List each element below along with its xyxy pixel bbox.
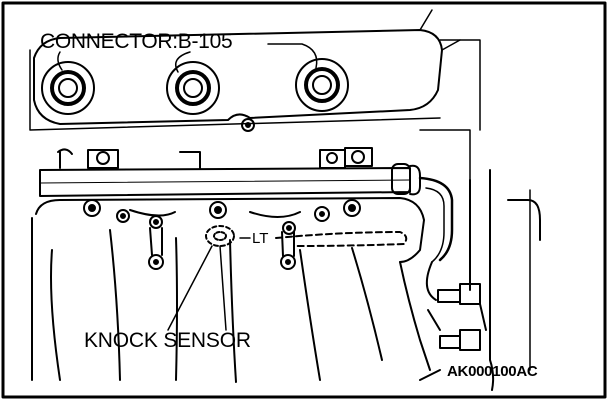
harness-connectors: [419, 169, 541, 391]
knock-sensor-label: KNOCK SENSOR: [84, 329, 251, 352]
right-frame: [419, 39, 531, 371]
lt-label: LT: [252, 230, 269, 247]
manifold-bolts: [83, 199, 361, 270]
rail-brackets: [57, 147, 373, 169]
knock-sensor-leaders: [167, 237, 251, 331]
knock-sensor: [205, 225, 408, 247]
connector-label: CONNECTOR:B-105: [40, 30, 233, 53]
intake-manifold: [31, 197, 431, 383]
figure-code-label: AK000100AC: [447, 363, 538, 380]
valve-cover: [29, 9, 461, 132]
spark-plug-wells: [41, 58, 349, 115]
fuel-rail: [39, 163, 454, 263]
connector-leaders: [57, 43, 318, 73]
